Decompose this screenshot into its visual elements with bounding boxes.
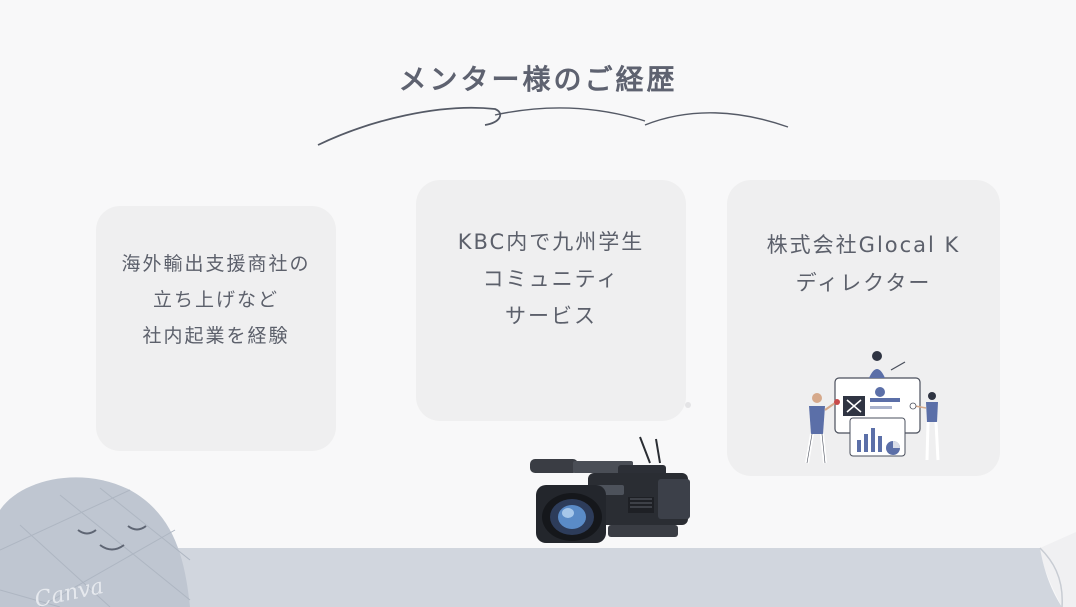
career-card-1: 海外輸出支援商社の 立ち上げなど 社内起業を経験: [96, 206, 336, 451]
people-with-charts-illustration: [805, 351, 940, 464]
decorative-dot: [685, 402, 691, 408]
card-line: KBC内で九州学生: [457, 230, 645, 254]
card-line: サービス: [505, 304, 597, 328]
card-line: 株式会社Glocal K: [766, 233, 961, 257]
video-camera-icon: [530, 436, 690, 543]
card-line: 社内起業を経験: [142, 325, 290, 347]
card-line: コミュニティ: [482, 267, 620, 291]
career-card-2: KBC内で九州学生 コミュニティ サービス: [416, 180, 686, 421]
card-line: ディレクター: [795, 271, 932, 295]
page-title: メンター様のご経歴: [398, 63, 678, 96]
card-line: 海外輸出支援商社の: [121, 253, 311, 275]
face-blob-decoration: Canva: [0, 477, 191, 607]
card-line: 立ち上げなど: [152, 289, 279, 311]
page-curl-icon: [1039, 532, 1076, 607]
swoosh-decoration: [317, 106, 789, 146]
